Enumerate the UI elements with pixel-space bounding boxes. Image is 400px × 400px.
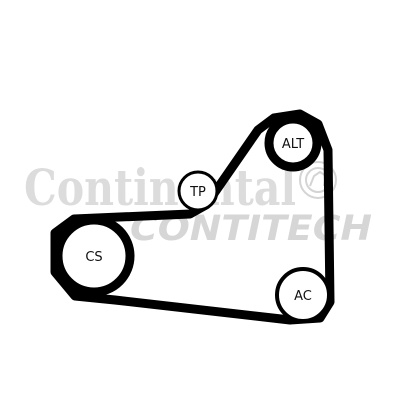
pulley-alt-label: ALT bbox=[282, 137, 304, 152]
pulley-tp: TP bbox=[177, 170, 219, 212]
pulley-ac: AC bbox=[275, 267, 331, 323]
pulley-tp-label: TP bbox=[189, 185, 206, 200]
pulley-ac-label: AC bbox=[294, 289, 312, 304]
watermark-brand: Continental bbox=[24, 158, 296, 217]
pulley-alt: ALT bbox=[264, 114, 322, 172]
pulley-cs: CS bbox=[53, 215, 135, 297]
pulley-cs-label: CS bbox=[85, 250, 102, 265]
